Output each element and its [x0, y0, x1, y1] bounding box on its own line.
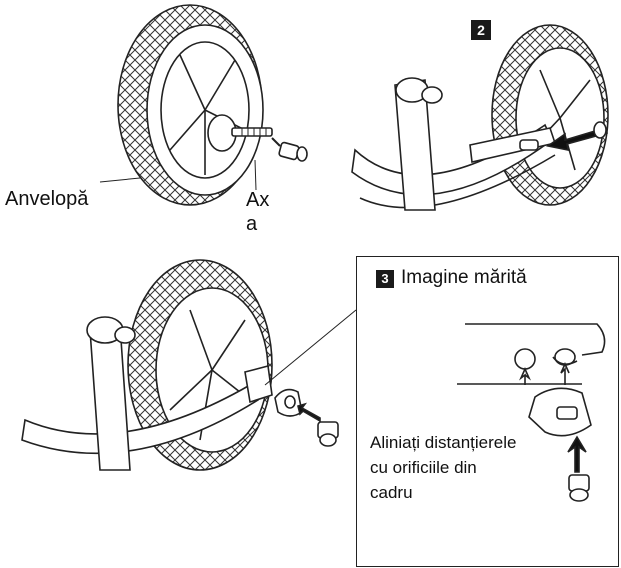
- zoom-illustration: [457, 323, 606, 502]
- zoom-nut: [568, 474, 590, 502]
- step1-wheel-illustration: [99, 4, 308, 206]
- step3-nut: [317, 421, 339, 447]
- axle-label-line2: a: [246, 213, 258, 235]
- instruction-line3: cadru: [370, 483, 413, 502]
- step2-illustration: [351, 24, 609, 211]
- tire-label: Anvelopă: [5, 188, 89, 210]
- zoom-up-arrow: [567, 435, 587, 473]
- step3-badge: 3: [376, 270, 394, 288]
- instruction-line1: Aliniați distanțierele: [370, 433, 517, 452]
- step2-badge: 2: [471, 20, 491, 40]
- step3-illustration: [21, 259, 357, 471]
- step1-axle-nut: [278, 141, 308, 162]
- zoom-arrow-left: [519, 367, 531, 385]
- zoom-frame-hole-left: [514, 348, 536, 370]
- instruction-line2: cu orificiile din: [370, 458, 477, 477]
- zoom-panel: [356, 256, 619, 567]
- axle-label-line1: Ax: [246, 189, 270, 211]
- zoom-arrow-right: [560, 362, 570, 385]
- step3-arrow: [297, 402, 321, 423]
- zoom-title: Imagine mărită: [401, 267, 527, 288]
- step1-arrow: [271, 137, 281, 147]
- step1-spokes: [169, 54, 246, 175]
